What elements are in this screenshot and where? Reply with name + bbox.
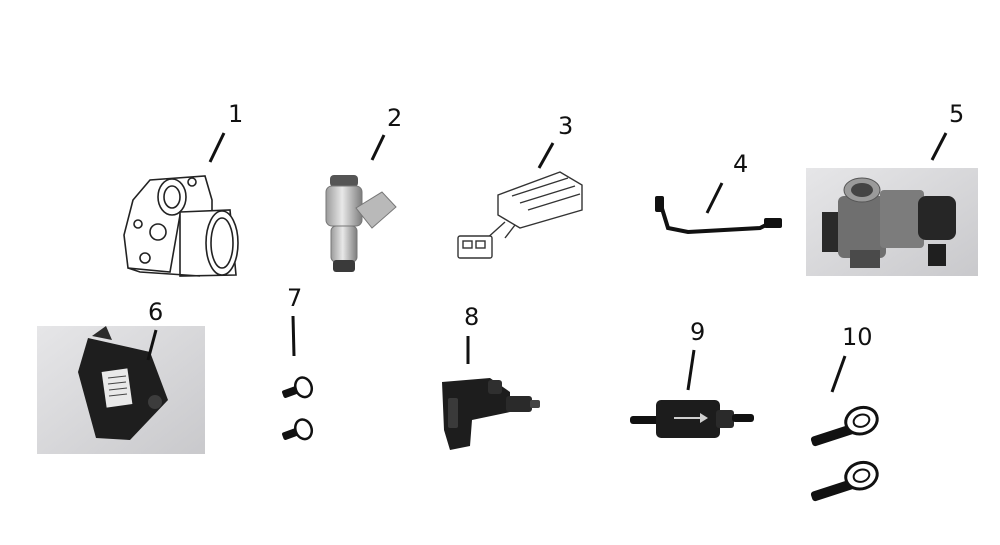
leader-line <box>370 134 386 161</box>
leader-line <box>208 132 226 163</box>
throttle-body-assembly-icon <box>806 168 978 276</box>
callout-number-10: 10 <box>842 323 873 351</box>
map-sensor-icon <box>37 326 205 454</box>
leader-line <box>537 142 555 169</box>
wiring-connector-icon <box>457 171 583 259</box>
callout-number-8: 8 <box>464 303 480 331</box>
callout-number-5: 5 <box>949 100 965 128</box>
callout-number-4: 4 <box>733 150 749 178</box>
temperature-sensor-icon <box>442 378 540 450</box>
leader-line <box>291 315 296 357</box>
callout-number-1: 1 <box>228 100 244 128</box>
leader-line <box>830 355 847 393</box>
callout-number-6: 6 <box>148 298 164 326</box>
fuel-filter-icon <box>630 400 754 438</box>
screws-icon <box>282 376 314 441</box>
fuel-injector-icon <box>325 175 397 272</box>
callout-number-3: 3 <box>558 112 574 140</box>
leader-line <box>705 182 724 214</box>
sensor-cable-icon <box>655 196 782 235</box>
callout-number-2: 2 <box>387 104 403 132</box>
leader-line <box>146 329 158 361</box>
hose-clamps-icon <box>810 405 879 502</box>
leader-line <box>686 349 696 391</box>
leader-line <box>930 132 948 161</box>
callout-number-7: 7 <box>287 284 303 312</box>
throttle-body-housing-icon <box>123 175 239 277</box>
callout-number-9: 9 <box>690 318 706 346</box>
